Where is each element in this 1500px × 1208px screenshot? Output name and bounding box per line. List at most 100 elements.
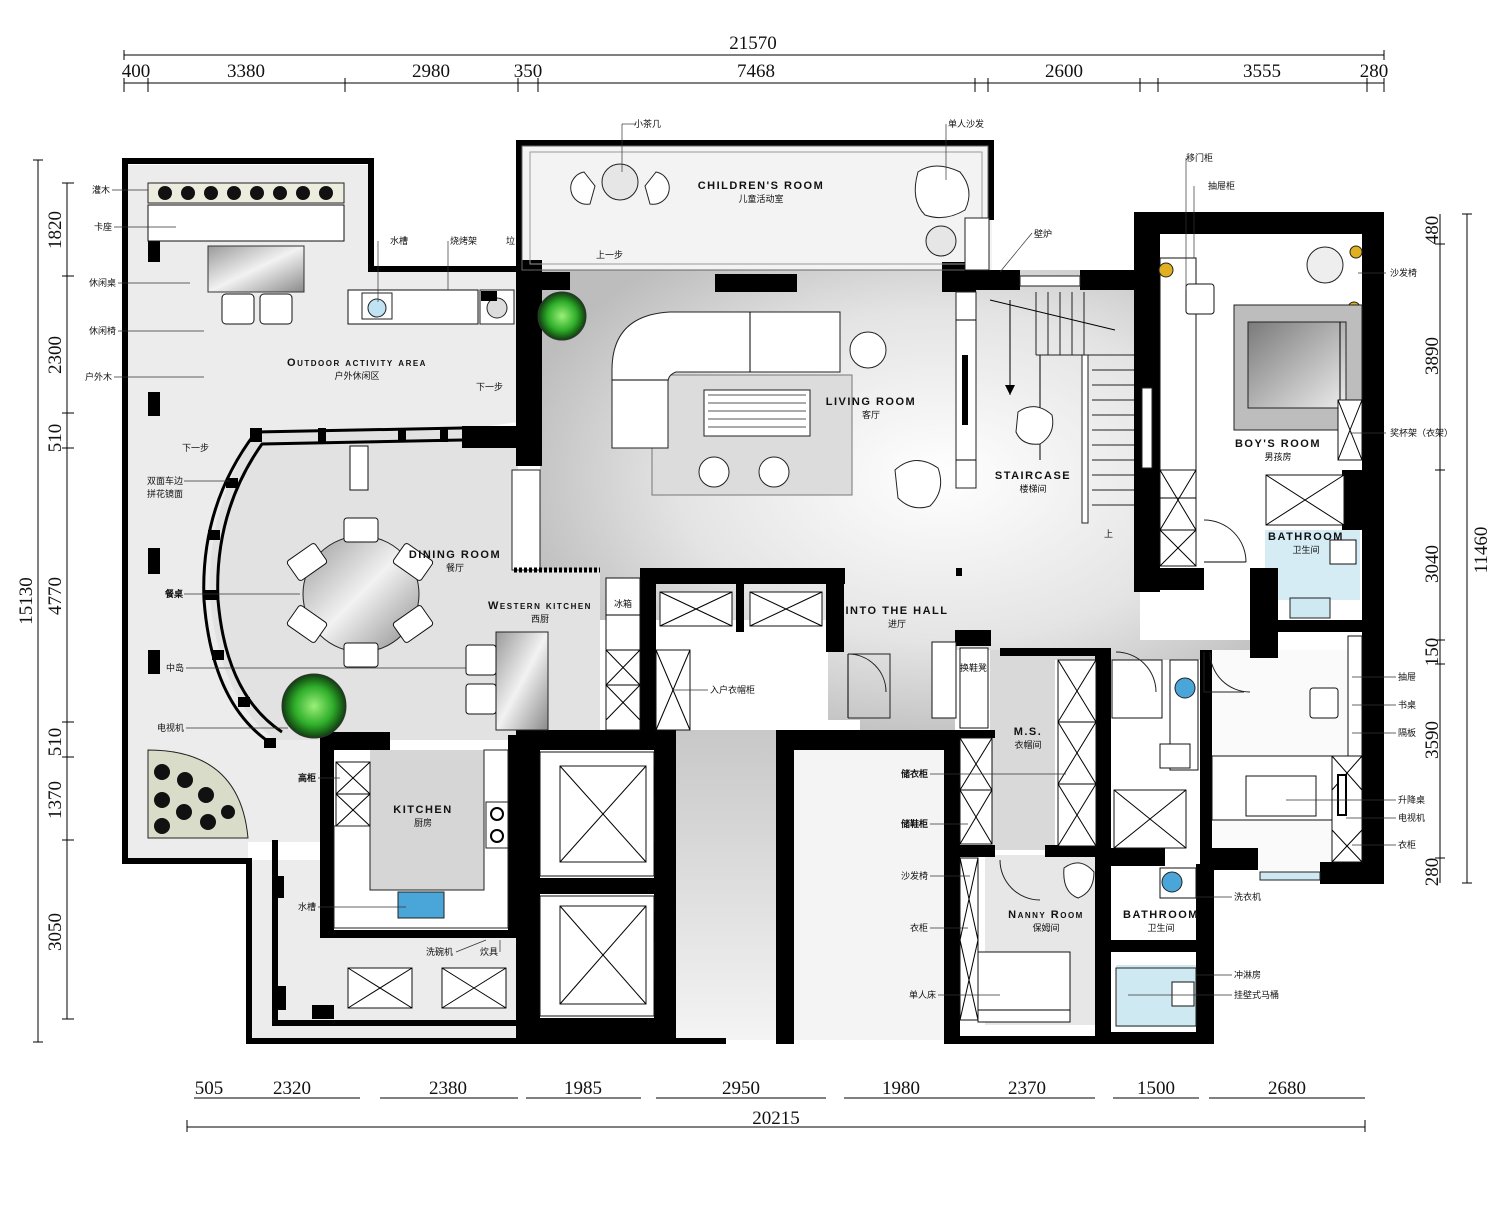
dim-bottom-4: 1985 bbox=[564, 1078, 602, 1099]
room-subtitle-dining: 餐厅 bbox=[446, 562, 464, 574]
room-title-outdoor: Outdoor activity area bbox=[287, 357, 427, 369]
dim-left-total: 15130 bbox=[16, 577, 37, 625]
label-stove: 炊具 bbox=[480, 946, 498, 958]
room-subtitle-boys: 男孩房 bbox=[1264, 451, 1291, 463]
label-wardrobe-boy: 衣柜 bbox=[1398, 839, 1416, 851]
dim-bottom-8: 1500 bbox=[1137, 1078, 1175, 1099]
dim-top-7: 3555 bbox=[1243, 61, 1281, 82]
dim-right-5: 3590 bbox=[1422, 721, 1443, 759]
label-lift-table: 升降桌 bbox=[1398, 794, 1425, 806]
label-drawer: 抽屉 bbox=[1398, 671, 1416, 683]
dim-left-4: 4770 bbox=[45, 577, 66, 615]
label-shower: 冲淋房 bbox=[1234, 969, 1261, 981]
room-title-kitchen: KITCHEN bbox=[393, 804, 452, 816]
label-dining-table: 餐桌 bbox=[164, 588, 184, 600]
room-title-into-hall: INTO THE HALL bbox=[845, 605, 948, 617]
label-sofa-chair-nanny: 沙发椅 bbox=[901, 870, 928, 882]
room-title-ms: M.S. bbox=[1014, 726, 1043, 738]
dim-bottom-5: 2950 bbox=[722, 1078, 760, 1099]
dim-bottom-7: 2370 bbox=[1008, 1078, 1046, 1099]
label-tv-right: 电视机 bbox=[1398, 812, 1425, 824]
dim-right-2: 3890 bbox=[1422, 337, 1443, 375]
label-pull: 垃 bbox=[506, 235, 515, 247]
island-icon bbox=[465, 631, 549, 731]
label-island: 中岛 bbox=[166, 662, 184, 674]
label-storage-cabinet: 储衣柜 bbox=[901, 768, 928, 780]
room-title-bathroom-nanny: BATHROOM bbox=[1123, 909, 1199, 921]
label-washer: 洗衣机 bbox=[1234, 891, 1261, 903]
shrub-icon bbox=[158, 186, 333, 200]
outdoor-furniture bbox=[147, 182, 515, 325]
dim-right-1: 480 bbox=[1422, 216, 1443, 245]
label-dishwasher: 洗碗机 bbox=[426, 946, 453, 958]
kitchen-cabinets bbox=[333, 749, 509, 1009]
room-title-staircase: STAIRCASE bbox=[995, 470, 1071, 482]
childrens-room-furniture bbox=[521, 145, 990, 271]
dim-right-3: 3040 bbox=[1422, 545, 1443, 583]
dim-left-5: 510 bbox=[45, 728, 66, 757]
dim-bottom-total: 20215 bbox=[752, 1108, 800, 1129]
label-stair-up: 上 bbox=[1104, 529, 1113, 540]
label-tall-cabinet: 高柜 bbox=[298, 772, 316, 784]
label-step-up: 上一步 bbox=[596, 250, 623, 261]
room-subtitle-nanny: 保姆间 bbox=[1032, 922, 1059, 934]
western-kitchen-cabinets bbox=[511, 469, 823, 731]
label-fireplace: 壁炉 bbox=[1034, 228, 1052, 240]
room-title-living: LIVING ROOM bbox=[826, 396, 916, 408]
label-shoe-cabinet: 储鞋柜 bbox=[901, 818, 928, 830]
door-swings bbox=[848, 652, 1244, 719]
room-subtitle-bathroom-boy: 卫生间 bbox=[1292, 544, 1319, 556]
room-title-bathroom-boy: BATHROOM bbox=[1268, 531, 1344, 543]
dim-top-8: 280 bbox=[1360, 61, 1389, 82]
label-sliding-cabinet: 移门柜 bbox=[1186, 152, 1213, 164]
room-subtitle-outdoor: 户外休闲区 bbox=[334, 370, 379, 382]
room-subtitle-childrens: 儿童活动室 bbox=[738, 193, 783, 205]
label-shrub: 灌木 bbox=[92, 184, 110, 196]
dim-right-total: 11460 bbox=[1471, 527, 1492, 574]
dim-left-1: 1820 bbox=[45, 211, 66, 249]
label-wall-toilet: 挂壁式马桶 bbox=[1234, 989, 1279, 1001]
furniture-labels: 灌木 卡座 休闲桌 休闲椅 户外木 下一步 下一步 上一步 双面车边 拼花镜面 … bbox=[85, 118, 1453, 1001]
dim-right-4: 150 bbox=[1422, 638, 1443, 667]
boys-room-furniture bbox=[1141, 245, 1363, 881]
label-booth: 卡座 bbox=[94, 221, 112, 233]
room-titles: CHILDREN'S ROOM 儿童活动室 Outdoor activity a… bbox=[287, 180, 1344, 934]
label-tea-table: 小茶几 bbox=[634, 118, 661, 130]
label-outdoor-wood: 户外木 bbox=[85, 371, 112, 383]
elevator-icon bbox=[539, 751, 674, 1017]
staircase-icon bbox=[989, 275, 1134, 524]
label-sink-kitchen: 水槽 bbox=[298, 901, 316, 913]
label-leisure-chair: 休闲椅 bbox=[89, 325, 116, 337]
label-single-bed: 单人床 bbox=[909, 989, 936, 1001]
dim-left-3: 510 bbox=[45, 424, 66, 453]
room-title-childrens: CHILDREN'S ROOM bbox=[698, 180, 825, 192]
label-leisure-table: 休闲桌 bbox=[89, 277, 116, 289]
label-fridge: 冰箱 bbox=[614, 598, 632, 610]
label-sink-outdoor: 水槽 bbox=[390, 235, 408, 247]
label-mirror-2: 拼花镜面 bbox=[147, 488, 183, 500]
living-room-furniture bbox=[611, 291, 977, 509]
label-tv-left: 电视机 bbox=[157, 722, 184, 734]
dim-left-6: 1370 bbox=[45, 781, 66, 819]
dining-table-icon bbox=[286, 517, 434, 668]
dimension-lines bbox=[33, 50, 1472, 1132]
dim-top-6: 2600 bbox=[1045, 61, 1083, 82]
planter bbox=[147, 749, 249, 839]
label-step-down-2: 下一步 bbox=[182, 443, 209, 454]
room-subtitle-western-kitchen: 西厨 bbox=[531, 614, 549, 625]
curved-railing bbox=[202, 426, 463, 748]
dim-top-total: 21570 bbox=[729, 33, 777, 54]
label-entry-wardrobe: 入户衣帽柜 bbox=[710, 684, 755, 696]
dim-left-2: 2300 bbox=[45, 336, 66, 374]
label-step-down-1: 下一步 bbox=[476, 382, 503, 393]
room-subtitle-living: 客厅 bbox=[862, 409, 880, 421]
dim-bottom-9: 2680 bbox=[1268, 1078, 1306, 1099]
label-single-sofa: 单人沙发 bbox=[948, 118, 984, 130]
label-sofa-chair-boy: 沙发椅 bbox=[1390, 267, 1417, 279]
label-bbq: 烧烤架 bbox=[450, 235, 477, 247]
room-subtitle-into-hall: 进厅 bbox=[888, 619, 906, 630]
room-subtitle-staircase: 楼梯间 bbox=[1019, 483, 1046, 495]
label-desk: 书桌 bbox=[1398, 699, 1416, 711]
dimension-texts: 21570 400 3380 2980 350 7468 2600 3555 2… bbox=[16, 33, 1492, 1129]
